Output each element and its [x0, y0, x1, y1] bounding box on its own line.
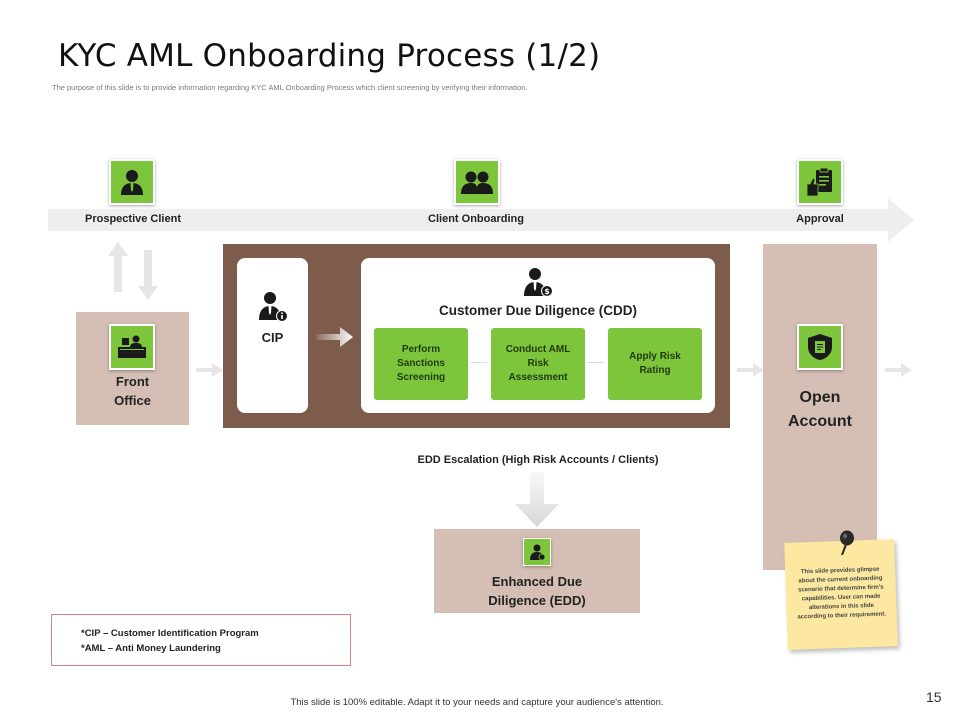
open-account-label-line2: Account [788, 413, 852, 430]
approval-clipboard-icon [797, 159, 843, 205]
cdd-title: Customer Due Diligence (CDD) [438, 303, 638, 318]
user-dollar-icon: $ [524, 268, 553, 297]
user-icon [109, 159, 155, 205]
edd-label-line1: Enhanced Due [491, 574, 583, 589]
edd-label: Enhanced Due Diligence (EDD) [434, 572, 640, 610]
step-connector [470, 362, 487, 363]
cdd-step-text: Assessment [508, 372, 568, 383]
front-office-label-line2: Office [114, 393, 151, 408]
edd-label-line2: Diligence (EDD) [488, 593, 586, 608]
step-connector [587, 362, 604, 363]
cdd-step-apply-risk-rating: Apply Risk Rating [608, 328, 702, 400]
open-account-label: Open Account [763, 386, 877, 434]
cdd-step-text: Apply Risk [629, 351, 681, 362]
arrow-main-to-open [737, 363, 764, 377]
cdd-step-sanctions-screening: Perform Sanctions Screening [374, 328, 468, 400]
open-account-box [763, 244, 877, 570]
arrow-open-out [885, 363, 912, 377]
users-icon [454, 159, 500, 205]
slide-subtitle: The purpose of this slide is to provide … [52, 83, 528, 92]
cip-label: CIP [261, 330, 284, 345]
front-office-label: Front Office [76, 372, 189, 410]
svg-text:$: $ [544, 287, 550, 296]
process-band [48, 209, 890, 231]
cdd-step-aml-risk-assessment: Conduct AML Risk Assessment [491, 328, 585, 400]
front-office-label-line1: Front [115, 374, 150, 389]
shield-document-icon [797, 324, 843, 370]
page-number: 15 [926, 689, 942, 705]
slide-footer: This slide is 100% editable. Adapt it to… [290, 697, 664, 708]
user-info-icon [259, 292, 288, 322]
stage-label-client-onboarding: Client Onboarding [428, 213, 524, 225]
user-check-icon [523, 538, 551, 566]
stage-label-approval: Approval [796, 213, 844, 225]
cdd-step-text: Rating [639, 365, 671, 376]
cip-card [237, 258, 308, 413]
open-account-label-line1: Open [799, 389, 841, 406]
abbreviation-legend: *CIP – Customer Identification Program *… [51, 614, 351, 666]
up-down-arrows [108, 242, 158, 300]
process-band-arrowhead [888, 198, 914, 242]
arrow-cip-to-cdd [316, 327, 353, 347]
legend-line-aml: *AML – Anti Money Laundering [81, 643, 221, 654]
arrow-front-to-main [196, 363, 223, 377]
edd-escalation-caption: EDD Escalation (High Risk Accounts / Cli… [417, 454, 659, 466]
cdd-step-text: Screening [396, 372, 446, 383]
pin-icon [840, 530, 854, 555]
sticky-note-text: This slide provides glimpse about the cu… [797, 566, 887, 621]
legend-line-cip: *CIP – Customer Identification Program [81, 628, 259, 639]
arrow-down-to-edd [515, 472, 559, 527]
cdd-step-text: Sanctions [397, 358, 445, 369]
stage-label-prospective-client: Prospective Client [85, 213, 181, 225]
cdd-step-text: Risk [527, 358, 549, 369]
desk-icon [109, 324, 155, 370]
cdd-step-text: Conduct AML [505, 344, 571, 355]
slide-title: KYC AML Onboarding Process (1/2) [58, 38, 601, 74]
cdd-step-text: Perform [401, 344, 441, 355]
